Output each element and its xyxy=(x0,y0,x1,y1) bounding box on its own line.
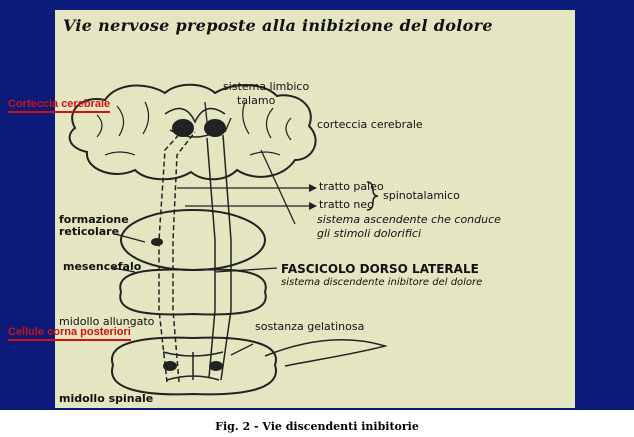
label-tratto-paleo: tratto paleo xyxy=(319,180,384,193)
leader-reticolare xyxy=(114,233,146,243)
label-sistema-ascendente-2: gli stimoli dolorifici xyxy=(317,227,422,240)
thalamus-right xyxy=(204,119,226,137)
label-midollo-allungato: midollo allungato xyxy=(59,315,155,328)
label-talamo: talamo xyxy=(237,94,276,107)
figure-caption: Fig. 2 - Vie discendenti inibitorie xyxy=(215,420,419,433)
label-tratto-neo: tratto neo xyxy=(319,198,374,211)
neural-pathways-diagram xyxy=(68,83,388,396)
grey-matter-butterfly xyxy=(162,351,224,381)
label-sistema-discendente: sistema discendente inibitore del dolore xyxy=(281,277,483,288)
leader-talamo xyxy=(224,117,232,133)
arrowhead-neo xyxy=(309,202,317,210)
label-sostanza-gelatinosa: sostanza gelatinosa xyxy=(255,320,365,333)
leader-gelatinosa xyxy=(230,343,254,356)
label-spinotalamico: spinotalamico xyxy=(383,189,460,202)
leader-mesencefalo xyxy=(112,267,136,273)
ascending-tract-left xyxy=(158,127,186,383)
label-sistema-ascendente-1: sistema ascendente che conduce xyxy=(317,213,501,226)
descending-tract-left xyxy=(206,137,216,379)
label-midollo-spinale: midollo spinale xyxy=(59,392,154,405)
callout-cellule-corna-posteriori: Cellule corna posteriori xyxy=(8,326,131,341)
spinal-nerve xyxy=(264,338,388,367)
mesencephalon-section xyxy=(120,209,266,271)
descending-tract-right xyxy=(220,134,232,381)
leader-ascendente xyxy=(260,149,296,225)
diagram-title: Vie nervose preposte alla inibizione del… xyxy=(63,16,493,35)
reticular-node xyxy=(151,238,163,246)
arrowhead-paleo xyxy=(309,184,317,192)
spinal-cord-section xyxy=(110,336,277,396)
leader-limbico xyxy=(204,101,208,123)
label-corteccia-cerebrale: corteccia cerebrale xyxy=(317,118,423,131)
label-formazione: formazione xyxy=(59,213,129,226)
label-sistema-limbico: sistema limbico xyxy=(223,80,310,93)
leader-fascicolo xyxy=(214,267,278,273)
brain-gyri xyxy=(96,101,292,156)
diagram-panel: Vie nervose preposte alla inibizione del… xyxy=(55,10,575,408)
thalamus-left xyxy=(172,119,194,137)
label-reticolare: reticolare xyxy=(59,225,120,238)
ascending-tract-right xyxy=(172,131,196,383)
dorsal-horn-right xyxy=(209,361,223,371)
brace-spinotalamico xyxy=(366,181,379,211)
callout-corteccia-cerebrale: Corteccia cerebrale xyxy=(8,98,111,113)
medulla-section xyxy=(119,268,267,316)
label-mesencefalo: mesencefalo xyxy=(63,260,142,273)
dorsal-horn-left xyxy=(163,361,177,371)
label-fascicolo: FASCICOLO DORSO LATERALE xyxy=(281,262,479,276)
brain-outline xyxy=(68,83,317,181)
